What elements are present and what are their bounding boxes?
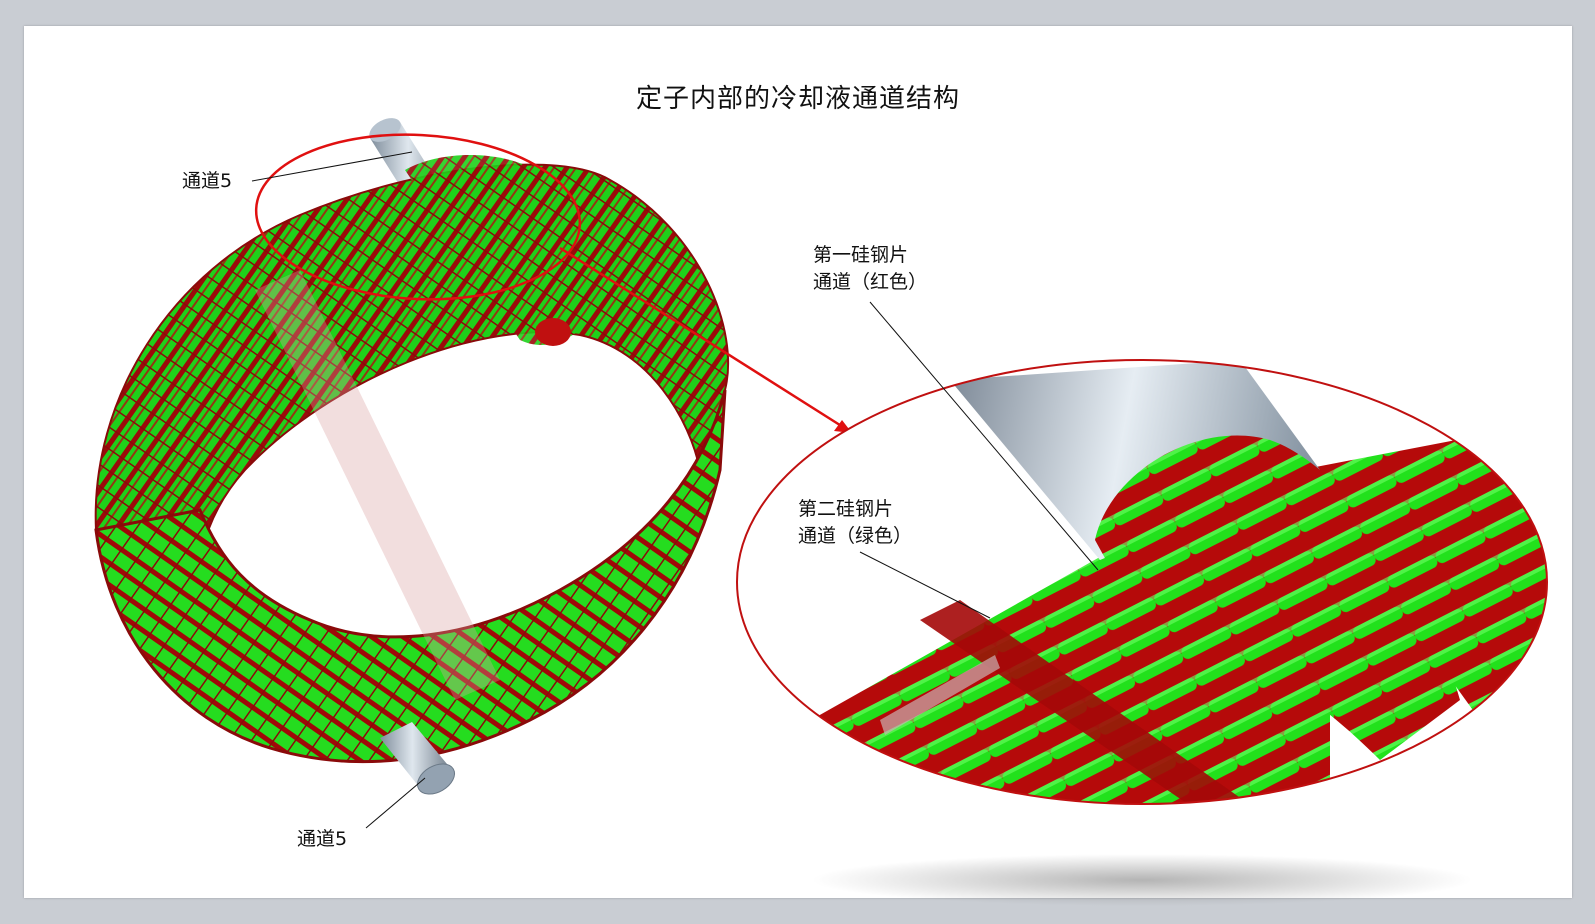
zoom-shadow: [812, 854, 1472, 906]
channel5-bottom-label: 通道5: [297, 828, 348, 850]
band-front: [94, 389, 727, 764]
first-channel-label-line1: 第一硅钢片: [813, 244, 909, 266]
page-title: 定子内部的冷却液通道结构: [635, 84, 960, 114]
leader-line-second-channel: [859, 551, 991, 619]
channel5-top-label: 通道5: [182, 170, 233, 192]
second-channel-label-line2: 通道（绿色）: [798, 525, 913, 547]
callout-ellipse: [254, 133, 582, 301]
leader-line-first-channel: [869, 301, 1099, 571]
stator-ring: [94, 118, 730, 795]
zoom-detail: [736, 359, 1548, 906]
leader-line-channel5-top: [251, 151, 413, 182]
second-channel-label: 第二硅钢片 通道（绿色）: [798, 496, 912, 550]
pipe-bottom: [380, 722, 455, 795]
zoom-ellipse-border: [736, 359, 1548, 805]
leader-line-channel5-bottom: [365, 777, 426, 829]
second-channel-label-line1: 第二硅钢片: [798, 498, 894, 520]
first-channel-label-line2: 通道（红色）: [813, 271, 928, 293]
first-channel-label: 第一硅钢片 通道（红色）: [813, 242, 927, 296]
